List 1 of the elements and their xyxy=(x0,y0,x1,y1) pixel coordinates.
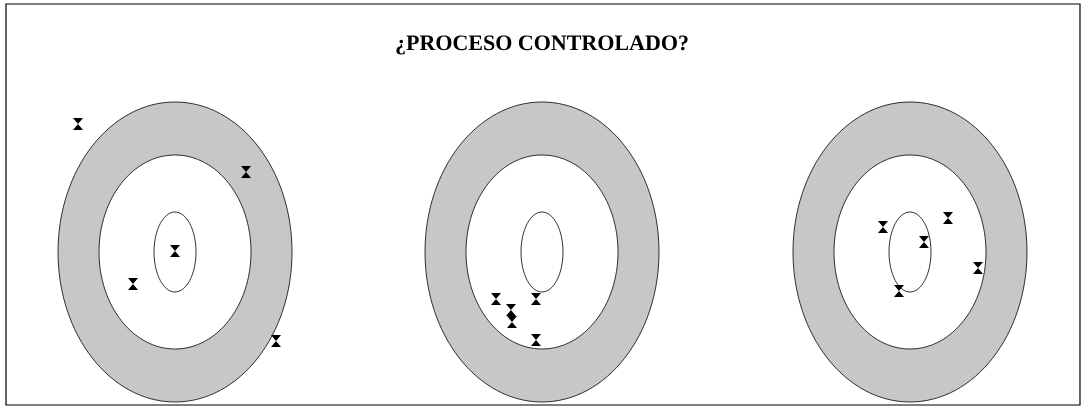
title: ¿PROCESO CONTROLADO? xyxy=(396,35,688,55)
